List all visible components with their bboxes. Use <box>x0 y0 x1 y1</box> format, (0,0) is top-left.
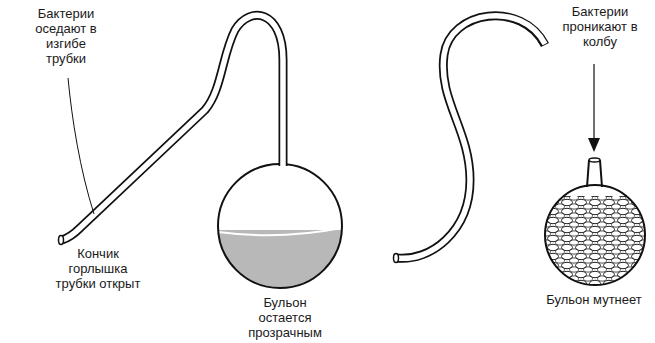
label-text: Бульон мутнеет <box>539 292 649 307</box>
open-tip <box>59 236 64 245</box>
arrow-line <box>593 64 594 144</box>
swan-neck-tube <box>62 15 283 240</box>
label-text: Бульон остается прозрачным <box>237 295 333 340</box>
flask-bulb <box>218 164 342 288</box>
cloudy-broth <box>540 196 650 291</box>
label-text: Кончик горлышка трубки открыт <box>50 246 146 291</box>
broken-neck-tube <box>396 16 545 259</box>
leader-line <box>68 78 94 214</box>
label-text: Бактерии оседают в изгибе трубки <box>29 6 103 66</box>
flask-bulb <box>545 185 645 285</box>
arrow-head <box>588 138 600 152</box>
flask-neck <box>587 160 602 187</box>
label-text: Бактерии проникают в колбу <box>555 4 645 49</box>
